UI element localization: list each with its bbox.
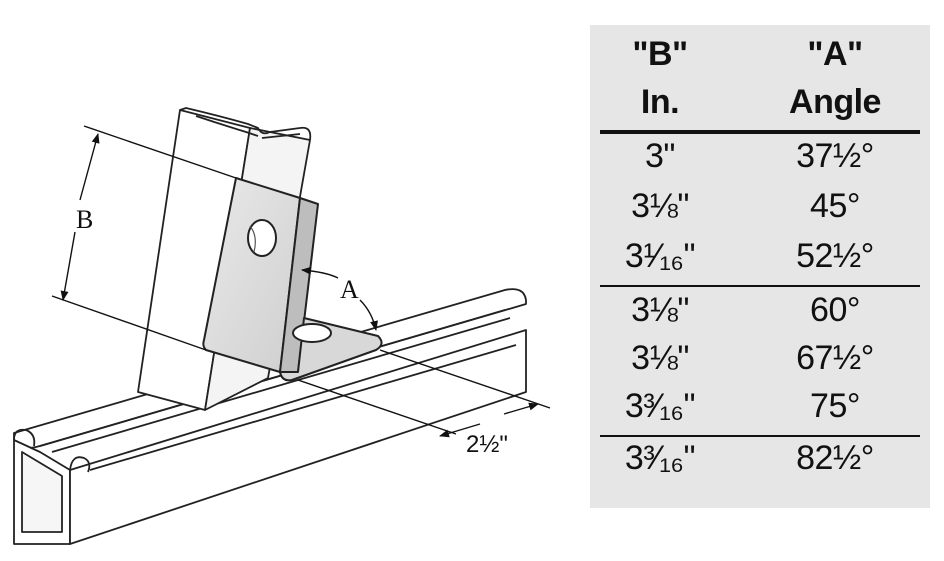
- header-b-line1: "B": [632, 35, 688, 73]
- row-a: 52½°: [796, 237, 874, 275]
- row-a: 45°: [810, 187, 860, 225]
- label-a: A: [340, 275, 359, 304]
- dimension-a: [301, 266, 378, 331]
- row-b: 3¹⁄₁₆": [624, 237, 696, 275]
- row-b: 3³⁄₁₆": [624, 439, 696, 477]
- fitting-diagram: B A 2½": [13, 107, 551, 545]
- label-width: 2½": [466, 431, 508, 458]
- row-b: 3": [645, 137, 675, 175]
- row-a: 60°: [810, 291, 860, 329]
- spec-table: "B" In. "A" Angle 3" 37½° 3⅛" 45° 3¹⁄₁₆"…: [590, 25, 930, 508]
- angle-fitting: [202, 177, 383, 382]
- dimension-width: [297, 349, 551, 438]
- label-b: B: [76, 205, 93, 234]
- header-b-line2: In.: [640, 83, 680, 121]
- row-b: 3⅛": [631, 187, 689, 225]
- row-a: 82½°: [796, 439, 874, 477]
- group-rule: [600, 435, 920, 437]
- row-a: 75°: [810, 387, 860, 425]
- dimension-b: [51, 125, 237, 351]
- row-b: 3⅛": [631, 339, 689, 377]
- header-a-line1: "A": [807, 35, 863, 73]
- row-a: 37½°: [796, 137, 874, 175]
- header-rule: [600, 130, 920, 134]
- row-a: 67½°: [796, 339, 874, 377]
- row-b: 3⅛": [631, 291, 689, 329]
- group-rule: [600, 285, 920, 287]
- row-b: 3³⁄₁₆": [624, 387, 696, 425]
- header-a-line2: Angle: [789, 83, 881, 121]
